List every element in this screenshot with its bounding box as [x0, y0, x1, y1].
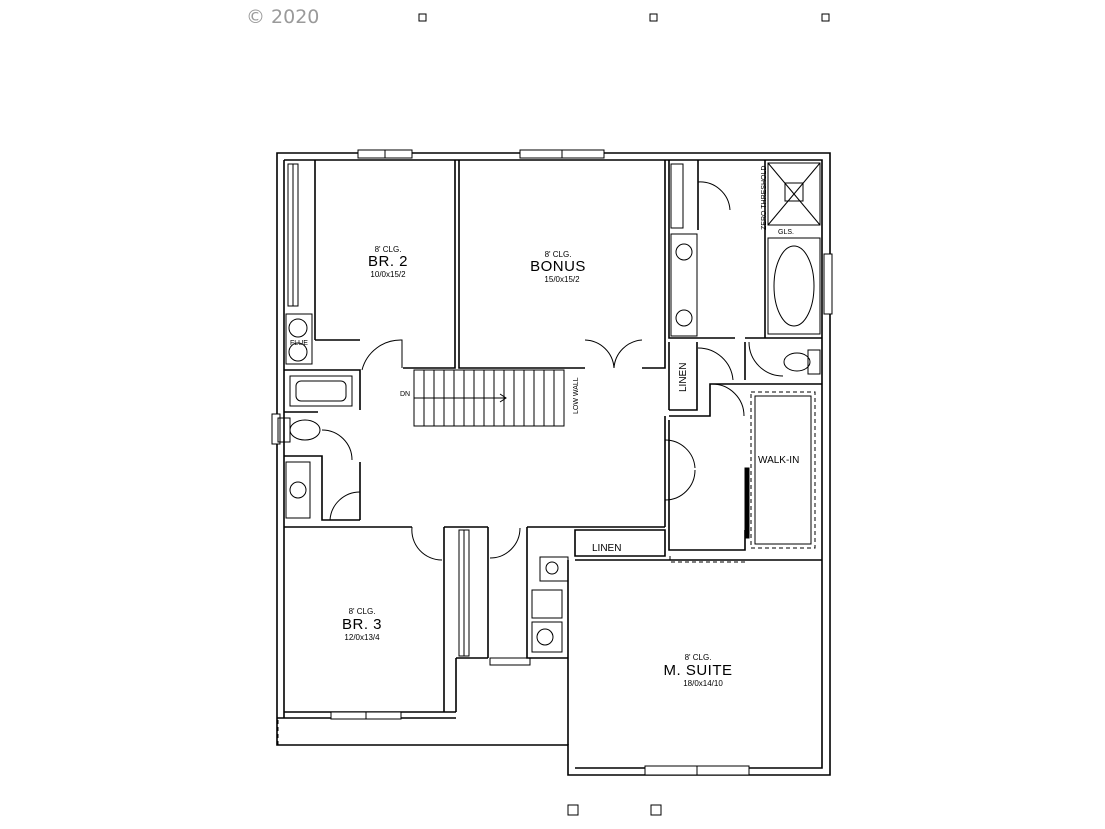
linen-closet-lower-label: LINEN	[592, 543, 621, 554]
walk-in-closet-label: WALK-IN	[758, 455, 799, 466]
registration-marks	[418, 13, 830, 816]
flue-label: FLUE	[290, 340, 308, 347]
glass-label: GLS.	[778, 229, 794, 236]
msuite-name: M. SUITE	[663, 662, 732, 679]
bonus-dims: 15/0x15/2	[544, 275, 580, 284]
br3-dims: 12/0x13/4	[344, 633, 380, 642]
doors	[321, 181, 784, 561]
msuite-dims: 18/0x14/10	[683, 679, 723, 688]
staircase	[413, 369, 565, 427]
low-wall-label: LOW WALL	[573, 377, 580, 414]
br2-dims: 10/0x15/2	[370, 270, 406, 279]
closet-shelves	[287, 163, 816, 657]
bonus-ceiling: 8' CLG.	[545, 250, 572, 259]
br2-ceiling: 8' CLG.	[375, 245, 402, 254]
fixtures	[277, 162, 821, 653]
msuite-ceiling: 8' CLG.	[685, 653, 712, 662]
room-master-suite: 8' CLG. M. SUITE 18/0x14/10	[663, 653, 732, 688]
interior-walls	[284, 160, 822, 745]
linen-closet-upper-label: LINEN	[678, 363, 689, 392]
room-br3: 8' CLG. BR. 3 12/0x13/4	[342, 607, 382, 642]
bonus-name: BONUS	[530, 258, 586, 275]
room-br2: 8' CLG. BR. 2 10/0x15/2	[368, 245, 408, 279]
windows	[271, 149, 833, 776]
exterior-outlines	[277, 556, 745, 746]
br3-name: BR. 3	[342, 616, 382, 633]
br2-name: BR. 2	[368, 253, 408, 270]
br3-ceiling: 8' CLG.	[349, 607, 376, 616]
room-bonus: 8' CLG. BONUS 15/0x15/2	[530, 250, 586, 284]
copyright-text: © 2020	[246, 6, 319, 28]
zero-threshold-label: ZERO THRESHOLD	[761, 166, 768, 230]
stairs-down-label: DN	[400, 391, 410, 398]
